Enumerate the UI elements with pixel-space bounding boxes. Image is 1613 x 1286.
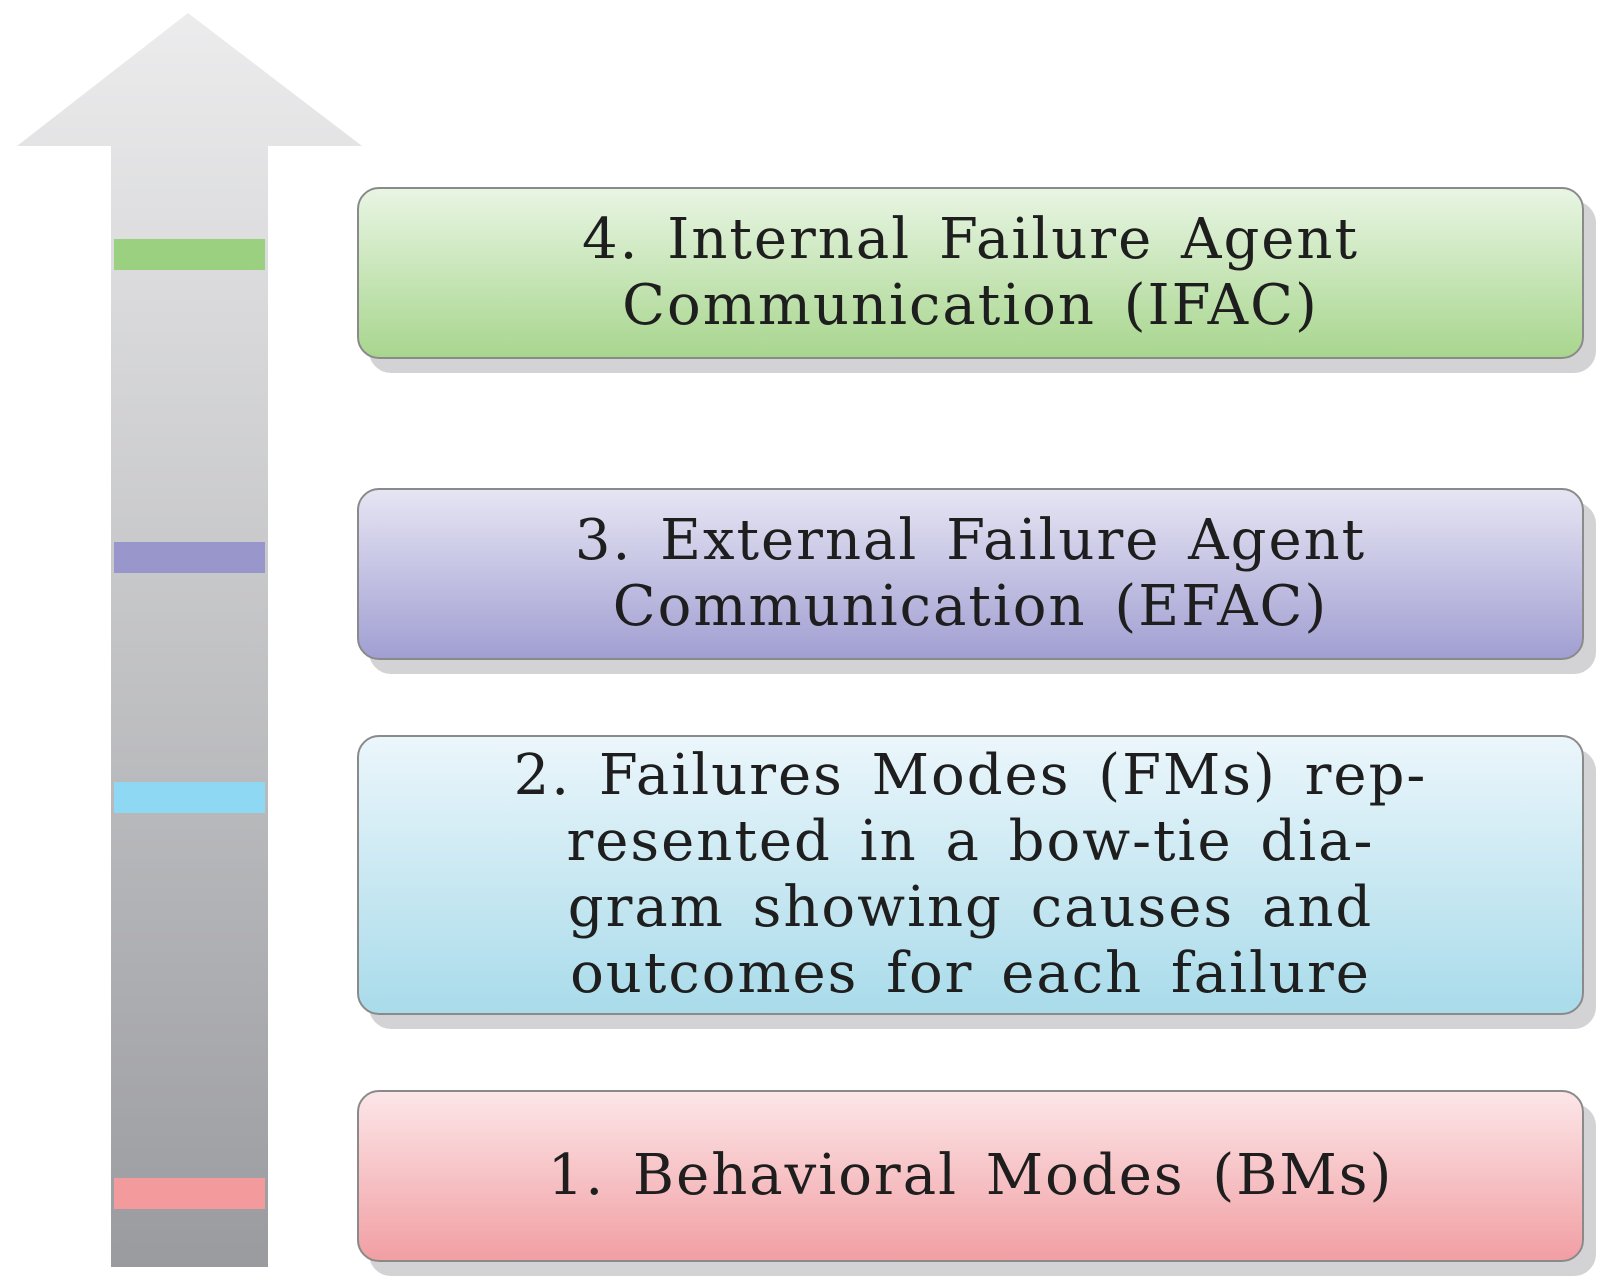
level-1-marker [114, 1178, 265, 1209]
level-4-box: 4. Internal Failure Agent Communication … [357, 187, 1584, 359]
level-3-label: 3. External Failure Agent Communication … [574, 508, 1367, 639]
level-4-label: 4. Internal Failure Agent Communication … [581, 207, 1360, 338]
level-3-box: 3. External Failure Agent Communication … [357, 488, 1584, 660]
level-3-marker [114, 542, 265, 573]
progression-arrow [17, 13, 362, 1267]
level-1-label: 1. Behavioral Modes (BMs) [547, 1143, 1394, 1208]
level-4-marker [114, 239, 265, 270]
level-2-marker [114, 782, 265, 813]
level-1-box: 1. Behavioral Modes (BMs) [357, 1090, 1584, 1262]
level-2-box: 2. Failures Modes (FMs) rep- resented in… [357, 735, 1584, 1015]
arrow-shape [17, 13, 362, 1267]
level-2-label: 2. Failures Modes (FMs) rep- resented in… [513, 743, 1428, 1006]
